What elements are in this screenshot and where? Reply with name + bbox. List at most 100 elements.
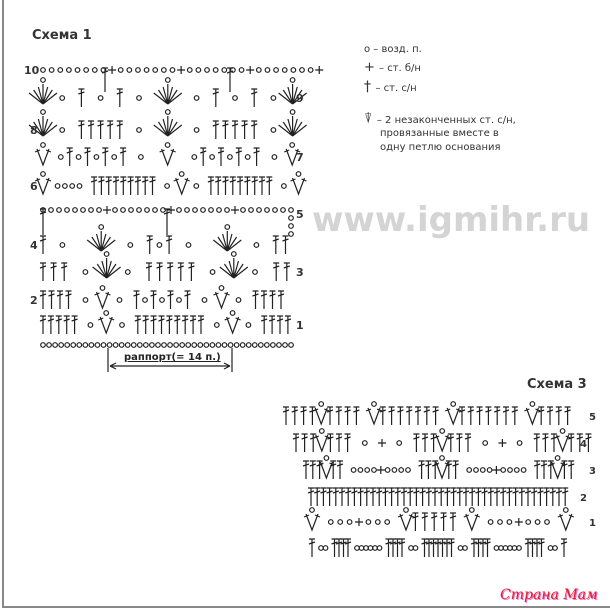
chain-stitch-symbol [280, 207, 286, 213]
chain-stitch-symbol [124, 269, 131, 275]
double-crochet-symbol [105, 176, 112, 195]
chain-stitch-symbol [256, 207, 262, 213]
chain-stitch-symbol [473, 467, 479, 473]
chain-stitch-symbol [288, 223, 294, 229]
chain-stitch-symbol [118, 342, 125, 348]
chain-stitch-symbol [232, 95, 238, 101]
double-crochet-symbol [388, 406, 395, 425]
cluster-v-symbol [313, 434, 331, 453]
chain-stitch-symbol [91, 67, 98, 73]
chain-stitch-symbol [164, 109, 171, 115]
cluster-icon: ⍒ [364, 111, 377, 127]
chain-stitch-symbol [529, 401, 536, 407]
double-crochet-symbol [542, 433, 549, 452]
double-crochet-symbol [188, 262, 195, 281]
double-crochet-symbol [400, 487, 408, 506]
chain-stitch-symbol [263, 342, 270, 348]
chain-stitch-symbol [203, 342, 210, 348]
double-crochet-symbol [184, 290, 191, 309]
double-crochet-symbol [464, 433, 472, 452]
chain-stitch-symbol [239, 342, 246, 348]
chain-stitch-symbol [554, 455, 561, 461]
double-crochet-symbol [476, 406, 483, 425]
chain-stitch-symbol [398, 467, 405, 473]
single-crochet-symbol [376, 466, 385, 474]
chain-stitch-symbol [270, 342, 276, 348]
cluster-v-symbol [463, 513, 481, 532]
chain-stitch-symbol [318, 428, 325, 434]
double-crochet-symbol [229, 176, 236, 195]
double-crochet-symbol [241, 120, 248, 139]
cluster-v-symbol [34, 177, 52, 196]
double-crochet-symbol [531, 487, 538, 506]
chain-stitch-symbol [164, 142, 171, 148]
chain-stitch-symbol [204, 67, 210, 73]
chain-stitch-symbol [403, 507, 409, 513]
double-crochet-symbol [300, 406, 307, 425]
chain-stitch-symbol [176, 297, 182, 303]
chain-stitch-symbol [295, 171, 302, 177]
chain-stitch-symbol [466, 467, 473, 473]
double-crochet-symbol [430, 433, 437, 452]
chain-stitch-symbol [288, 342, 294, 348]
double-crochet-symbol [39, 262, 47, 281]
chain-stitch-symbol [40, 67, 46, 73]
chain-stitch-symbol [119, 322, 125, 328]
double-crochet-symbol [555, 406, 562, 425]
chain-stitch-symbol [288, 215, 294, 221]
chain-stitch-symbol [144, 207, 150, 213]
double-crochet-symbol [440, 512, 447, 531]
cluster-v-symbol [290, 177, 307, 196]
cluster-v-symbol [433, 434, 451, 453]
chain-stitch-symbol [124, 342, 131, 348]
chain-stitch-symbol [167, 342, 173, 348]
double-crochet-symbol [467, 406, 474, 425]
chain-stitch-symbol [173, 342, 180, 348]
chain-stitch-symbol [127, 242, 134, 248]
chain-stitch-symbol [82, 342, 89, 348]
double-crochet-symbol [511, 406, 518, 425]
chain-stitch-symbol [299, 67, 305, 73]
double-crochet-symbol [87, 120, 95, 139]
double-crochet-symbol [369, 487, 377, 506]
chain-stitch-symbol [376, 545, 383, 551]
chain-stitch-symbol [136, 95, 142, 101]
chain-stitch-symbol [218, 285, 225, 291]
double-crochet-symbol [276, 315, 284, 334]
chain-stitch-symbol [486, 467, 493, 473]
row-number-6: 6 [30, 180, 38, 193]
chain-stitch-symbol [201, 297, 208, 303]
row-number-9: 9 [296, 92, 304, 105]
chain-stitch-symbol [371, 467, 377, 473]
double-crochet-symbol [253, 147, 260, 166]
chain-stitch-symbol [240, 207, 246, 213]
double-crochet-symbol [335, 406, 342, 425]
chain-stitch-symbol [195, 67, 202, 73]
double-crochet-symbol [133, 290, 140, 309]
legend-cluster: ⍒ – 2 незаконченных ст. с/н, [364, 111, 516, 127]
double-crochet-symbol [310, 433, 317, 452]
double-crochet-symbol [452, 460, 459, 479]
double-crochet-symbol [444, 487, 451, 506]
chain-stitch-symbol [54, 183, 61, 189]
double-crochet-symbol [357, 487, 364, 506]
double-crochet-symbol [215, 176, 222, 195]
double-crochet-symbol [107, 120, 114, 139]
chain-stitch-symbol [156, 242, 163, 248]
chain-stitch-symbol [152, 67, 159, 73]
double-crochet-symbol [142, 315, 149, 334]
chain-stitch-symbol [290, 67, 297, 73]
double-crochet-symbol [540, 460, 548, 479]
double-crochet-symbol [423, 406, 430, 425]
double-crochet-symbol [231, 120, 239, 139]
chain-stitch-symbol [164, 183, 171, 189]
chain-stitch-symbol [191, 342, 198, 348]
double-crochet-symbol [445, 460, 452, 479]
double-crochet-symbol [568, 433, 575, 452]
single-crochet-symbol [498, 439, 507, 447]
chain-stitch-symbol [559, 428, 566, 434]
chain-stitch-symbol [176, 207, 182, 213]
chain-stitch-symbol [525, 519, 532, 525]
rapport-label: раппорт(= 14 п.) [124, 352, 221, 363]
chain-stitch-symbol [462, 545, 468, 551]
